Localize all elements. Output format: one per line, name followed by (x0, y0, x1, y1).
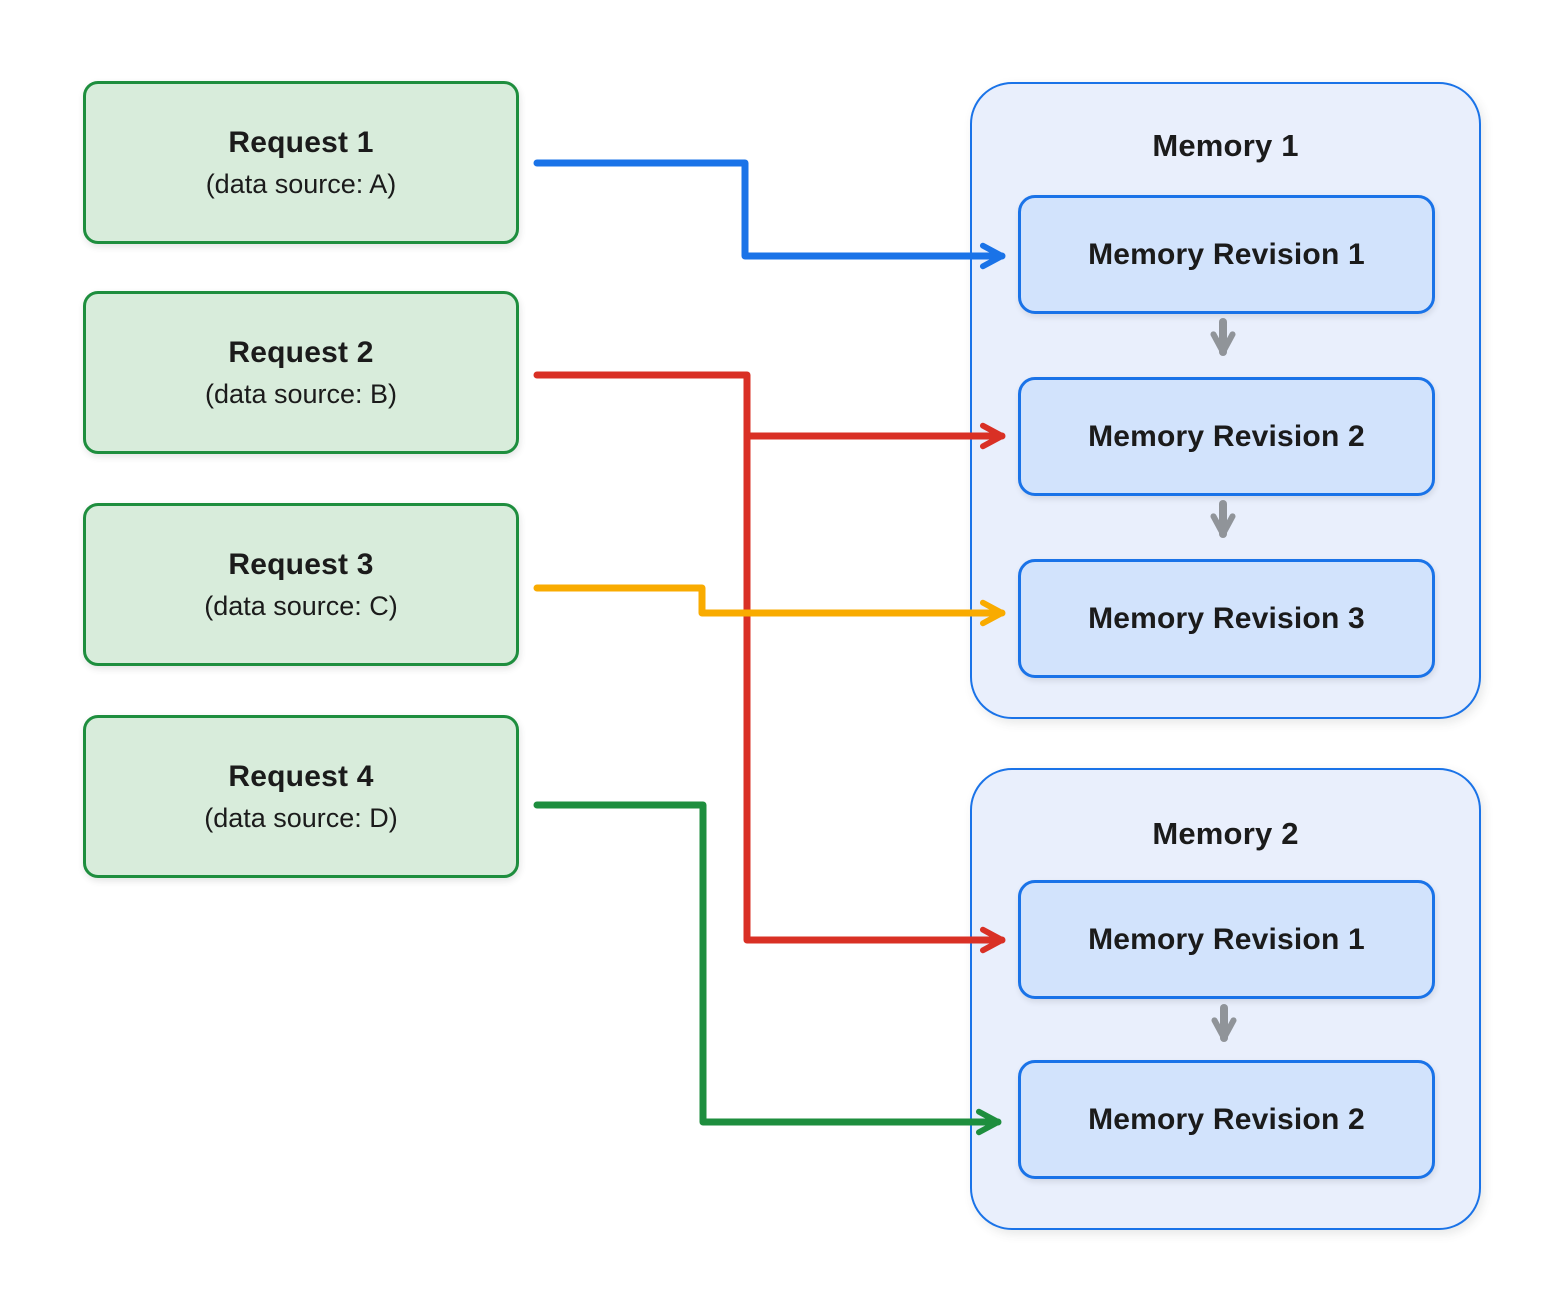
request-2-subtitle: (data source: B) (204, 378, 398, 409)
request-2-title: Request 2 (228, 335, 374, 369)
request-1-subtitle: (data source: A) (205, 168, 397, 199)
connector-request3-to-memory1-revision3 (533, 584, 1006, 627)
memory-1-title: Memory 1 (1152, 128, 1299, 163)
memory-2-revision-1-box: Memory Revision 1 (1018, 880, 1435, 999)
memory-1-revision-2-box: Memory Revision 2 (1018, 377, 1435, 496)
request-1-title: Request 1 (228, 125, 374, 159)
request-4-subtitle: (data source: D) (204, 802, 398, 833)
request-3-box: Request 3 (data source: C) (83, 503, 519, 666)
request-1-box: Request 1 (data source: A) (83, 81, 519, 244)
request-3-title: Request 3 (228, 547, 374, 581)
memory-1-revision-1-box: Memory Revision 1 (1018, 195, 1435, 314)
request-4-title: Request 4 (228, 759, 374, 793)
request-4-box: Request 4 (data source: D) (83, 715, 519, 878)
request-3-subtitle: (data source: C) (204, 590, 398, 621)
memory-2-container: Memory 2 Memory Revision 1 Memory Revisi… (970, 768, 1481, 1230)
connector-request1-to-memory1-revision1 (533, 159, 1006, 270)
connector-request4-to-memory2-revision2 (533, 801, 1002, 1136)
request-2-box: Request 2 (data source: B) (83, 291, 519, 454)
memory-2-title: Memory 2 (1152, 816, 1299, 851)
memory-1-container: Memory 1 Memory Revision 1 Memory Revisi… (970, 82, 1481, 719)
memory-1-revision-3-box: Memory Revision 3 (1018, 559, 1435, 678)
connector-request2-to-memory2-revision1 (533, 371, 1006, 954)
memory-2-revision-2-box: Memory Revision 2 (1018, 1060, 1435, 1179)
